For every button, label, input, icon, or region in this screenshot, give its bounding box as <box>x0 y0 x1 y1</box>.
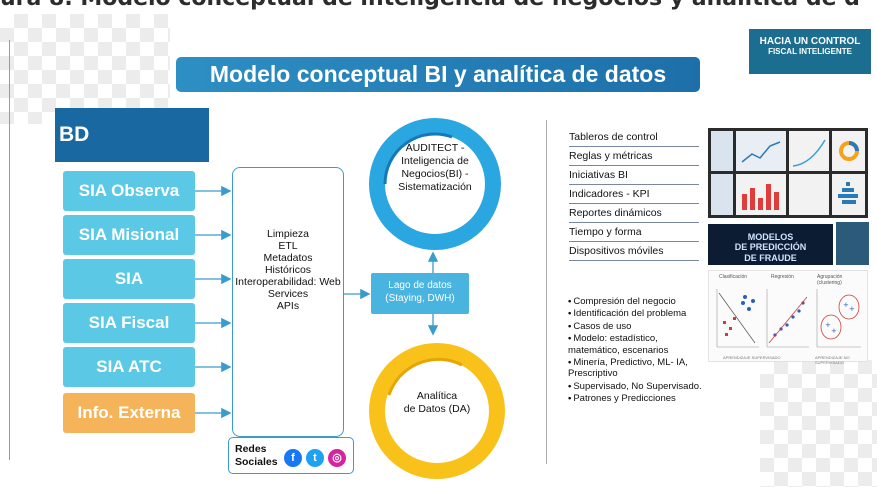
facebook-icon: f <box>284 449 302 467</box>
divider-line <box>546 120 547 464</box>
process-item: Históricos <box>264 264 312 277</box>
process-item: Limpieza <box>266 228 310 240</box>
source-sia-misional: SIA Misional <box>63 215 195 255</box>
tool-item: Reglas y métricas <box>569 147 699 166</box>
ml-techniques-image: Clasificación Regresión Agrupación (clus… <box>708 270 868 365</box>
tool-item: Indicadores - KPI <box>569 185 699 204</box>
badge-line-1: HACIA UN CONTROL <box>759 36 861 47</box>
bi-ring-label: AUDITECT - Inteligencia de Negocios(BI) … <box>398 142 472 194</box>
process-item: Services <box>267 288 309 301</box>
source-info-externa: Info. Externa <box>63 393 195 433</box>
da-ring <box>369 343 505 479</box>
svg-text:+: + <box>849 305 855 313</box>
bullet-item: •Compresión del negocio <box>568 296 676 307</box>
process-item: Interoperabilidad: Web <box>235 276 341 289</box>
source-sia-observa: SIA Observa <box>63 171 195 211</box>
tool-item: Iniciativas BI <box>569 166 699 185</box>
lago-de-datos: Lago de datos (Staying, DWH) <box>371 273 469 314</box>
source-sia-fiscal: SIA Fiscal <box>63 303 195 343</box>
processing-box <box>232 167 344 437</box>
twitter-icon: t <box>306 449 324 467</box>
bi-tools-list: Tableros de control Reglas y métricas In… <box>569 128 699 261</box>
bullet-item: •Patrones y Predicciones <box>568 393 676 405</box>
process-item: APIs <box>276 300 300 313</box>
bullet-item: •Modelo: estadístico, matemático, escena… <box>568 333 669 356</box>
svg-text:+: + <box>825 321 831 329</box>
badge-line-2: FISCAL INTELIGENTE <box>768 46 852 56</box>
process-item: Metadatos <box>263 252 313 265</box>
tool-item: Tiempo y forma <box>569 223 699 242</box>
bullet-item: •Identificación del problema <box>568 308 687 320</box>
bullet-item: •Casos de uso <box>568 320 632 332</box>
left-edge-line <box>9 40 10 460</box>
da-ring-label: Analítica de Datos (DA) <box>403 390 471 416</box>
tool-item: Reportes dinámicos <box>569 204 699 223</box>
dashboard-thumbnail <box>708 128 868 218</box>
tool-item: Dispositivos móviles <box>569 242 699 261</box>
decorative-pattern-right <box>760 360 877 487</box>
program-badge: HACIA UN CONTROL FISCAL INTELIGENTE <box>749 29 871 74</box>
svg-text:+: + <box>843 301 849 309</box>
decorative-pattern-left <box>0 14 170 124</box>
svg-text:+: + <box>831 327 837 335</box>
source-sia-atc: SIA ATC <box>63 347 195 387</box>
bullet-item: •Minería, Predictivo, ML- IA, Prescripti… <box>568 356 688 380</box>
redes-sociales-label: Redes Sociales <box>235 443 278 469</box>
figure-caption: ura 8. Modelo conceptual de inteligencia… <box>0 0 877 11</box>
process-item: ETL <box>278 240 298 253</box>
processing-list: Limpieza ETL Metadatos Históricos Intero… <box>232 228 344 312</box>
analytics-bullets: •Compresión del negocio •Identificación … <box>568 296 708 406</box>
tool-item: Tableros de control <box>569 128 699 147</box>
bi-ring <box>369 118 501 250</box>
instagram-icon: ◎ <box>328 449 346 467</box>
diagram-title: Modelo conceptual BI y analítica de dato… <box>176 57 700 92</box>
fraud-models-image: MODELOS DE PREDICCIÓN DE FRAUDE <box>708 224 833 265</box>
bullet-item: •Supervisado, No Supervisado. <box>568 380 702 392</box>
mobile-device-image <box>836 222 869 265</box>
